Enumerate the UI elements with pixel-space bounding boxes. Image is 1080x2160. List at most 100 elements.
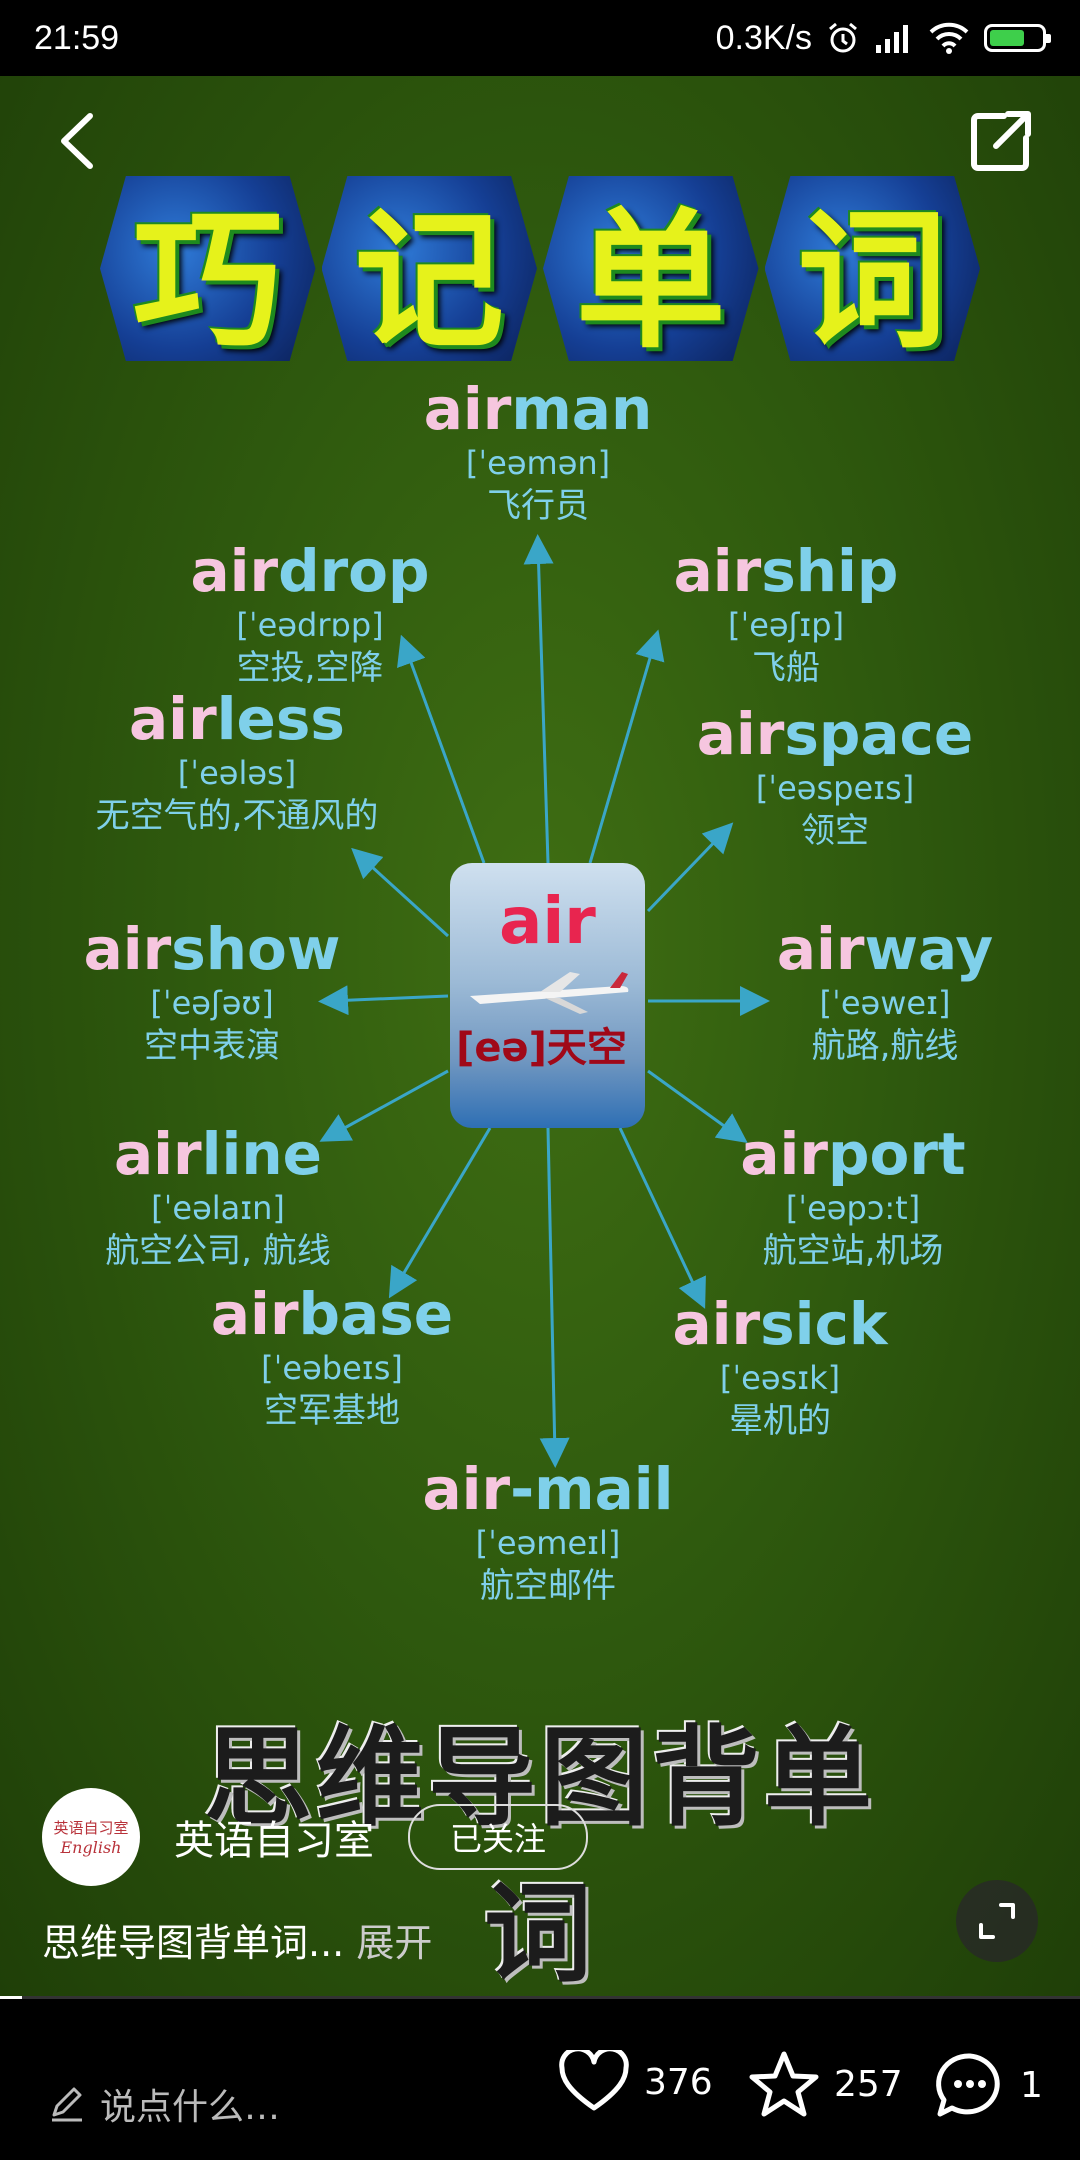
word-prefix: air: [672, 1290, 761, 1358]
word-suffix: show: [171, 915, 341, 983]
comment-count: 1: [1020, 2064, 1043, 2106]
banner-char: 词: [797, 195, 948, 369]
bottom-action-bar: 说点什么… 376 257 1: [0, 2000, 1080, 2160]
video-progress-bar[interactable]: [0, 1996, 1080, 1999]
banner-char: 单: [575, 195, 726, 369]
avatar[interactable]: 英语自习室 English: [42, 1788, 140, 1886]
word-node: airless[ˈeələs]无空气的,不通风的: [37, 686, 437, 838]
heart-icon: [559, 2050, 629, 2111]
word-ipa: [ˈeəspeɪs]: [755, 769, 915, 807]
pencil-icon: [52, 2087, 82, 2122]
word-prefix: air: [776, 915, 865, 983]
word-suffix: way: [864, 915, 994, 983]
word-ipa: [ˈeəʃɪp]: [727, 606, 845, 644]
favorite-count: 257: [834, 2063, 903, 2105]
star-icon: [749, 2051, 819, 2117]
word-text: airline: [18, 1121, 418, 1187]
share-icon: [971, 111, 1031, 171]
word-node: airspace[ˈeəspeɪs] 领空: [635, 701, 1035, 853]
network-speed: 0.3K/s: [715, 18, 812, 57]
word-meaning: 空中表演: [144, 1026, 280, 1066]
video-caption: 思维导图背单词: [203, 1716, 876, 1996]
banner-hex: 记: [321, 176, 537, 361]
word-meaning: 航路,航线: [811, 1026, 959, 1066]
word-ipa: [ˈeəsɪk]: [719, 1359, 841, 1397]
word-node: airbase[ˈeəbeɪs] 空军基地: [132, 1281, 532, 1433]
comment-icon: [936, 2053, 1000, 2117]
like-count: 376: [644, 2061, 713, 2103]
expand-link[interactable]: 展开: [356, 1921, 433, 1965]
word-suffix: less: [216, 685, 345, 753]
comment-button[interactable]: 1: [934, 2050, 1043, 2120]
word-text: airman: [338, 376, 738, 442]
wifi-icon: [928, 22, 970, 54]
word-prefix: air: [673, 537, 762, 605]
word-text: airport: [653, 1121, 1053, 1187]
word-meaning: 航空公司, 航线: [105, 1231, 331, 1271]
status-bar: 21:59 0.3K/s: [0, 0, 1080, 76]
word-node: airline[ˈeəlaɪn] 航空公司, 航线: [18, 1121, 418, 1273]
signal-icon: [874, 23, 914, 53]
banner-hex: 巧: [100, 176, 316, 361]
follow-button[interactable]: 已关注: [408, 1804, 589, 1870]
word-ipa: [ˈeəpɔ:t]: [785, 1189, 921, 1227]
word-ipa: [ˈeəlaɪn]: [151, 1189, 285, 1227]
author-name[interactable]: 英语自习室: [174, 1818, 374, 1864]
banner-char: 巧: [132, 195, 283, 369]
word-prefix: air: [422, 1455, 511, 1523]
word-prefix: air: [423, 375, 512, 443]
word-node: airshow[ˈeəʃəʊ]空中表演: [12, 916, 412, 1068]
center-word: air: [499, 885, 596, 959]
word-text: airless: [37, 686, 437, 752]
fullscreen-icon: [979, 1903, 1015, 1939]
back-button[interactable]: [48, 106, 108, 176]
word-prefix: air: [210, 1280, 299, 1348]
word-text: airship: [586, 538, 986, 604]
word-node: airdrop[ˈeədrɒp]空投,空降: [110, 538, 510, 690]
word-node: airport[ˈeəpɔ:t]航空站,机场: [653, 1121, 1053, 1273]
like-button[interactable]: 376: [558, 2050, 713, 2114]
word-text: airspace: [635, 701, 1035, 767]
word-node: airship[ˈeəʃɪp] 飞船: [586, 538, 986, 690]
word-prefix: air: [113, 1120, 202, 1188]
word-suffix: base: [298, 1280, 454, 1348]
video-player[interactable]: 巧 记 单 词 air: [0, 76, 1080, 1996]
status-time: 21:59: [34, 18, 120, 57]
word-meaning: 飞船: [752, 648, 820, 688]
comment-placeholder: 说点什么…: [100, 2087, 281, 2128]
word-node: airsick[ˈeəsɪk] 晕机的: [580, 1291, 980, 1443]
word-meaning: 空投,空降: [236, 648, 384, 688]
word-meaning: 领空: [801, 811, 869, 851]
center-word-card: air [eə]天空: [450, 863, 645, 1128]
fullscreen-button[interactable]: [956, 1880, 1038, 1962]
word-ipa: [ˈeəmən]: [465, 444, 611, 482]
word-meaning: 空军基地: [264, 1391, 400, 1431]
favorite-button[interactable]: 257: [748, 2050, 903, 2118]
comment-input[interactable]: 说点什么…: [48, 2078, 280, 2130]
banner-hex: 词: [764, 176, 980, 361]
word-suffix: sick: [760, 1290, 888, 1358]
word-ipa: [ˈeəweɪ]: [819, 984, 951, 1022]
word-text: airbase: [132, 1281, 532, 1347]
avatar-text: English: [60, 1838, 122, 1857]
share-button[interactable]: [966, 106, 1036, 176]
back-icon: [61, 113, 93, 169]
word-ipa: [ˈeəʃəʊ]: [150, 984, 274, 1022]
center-word-info: [eə]天空: [456, 1025, 627, 1071]
word-suffix: space: [784, 700, 974, 768]
airplane-icon: [470, 972, 629, 1014]
avatar-text: 英语自习室: [53, 1819, 129, 1837]
word-prefix: air: [696, 700, 785, 768]
banner-char: 记: [354, 195, 505, 369]
word-meaning: 无空气的,不通风的: [95, 796, 379, 836]
word-text: airdrop: [110, 538, 510, 604]
mind-map-arrows: [318, 534, 770, 1468]
word-ipa: [ˈeəbeɪs]: [261, 1349, 403, 1387]
word-meaning: 晕机的: [729, 1401, 831, 1441]
word-suffix: port: [827, 1120, 966, 1188]
word-prefix: air: [129, 685, 217, 753]
word-suffix: drop: [278, 537, 430, 605]
progress-fill: [0, 1996, 22, 1999]
word-text: airsick: [580, 1291, 980, 1357]
word-suffix: line: [201, 1120, 322, 1188]
